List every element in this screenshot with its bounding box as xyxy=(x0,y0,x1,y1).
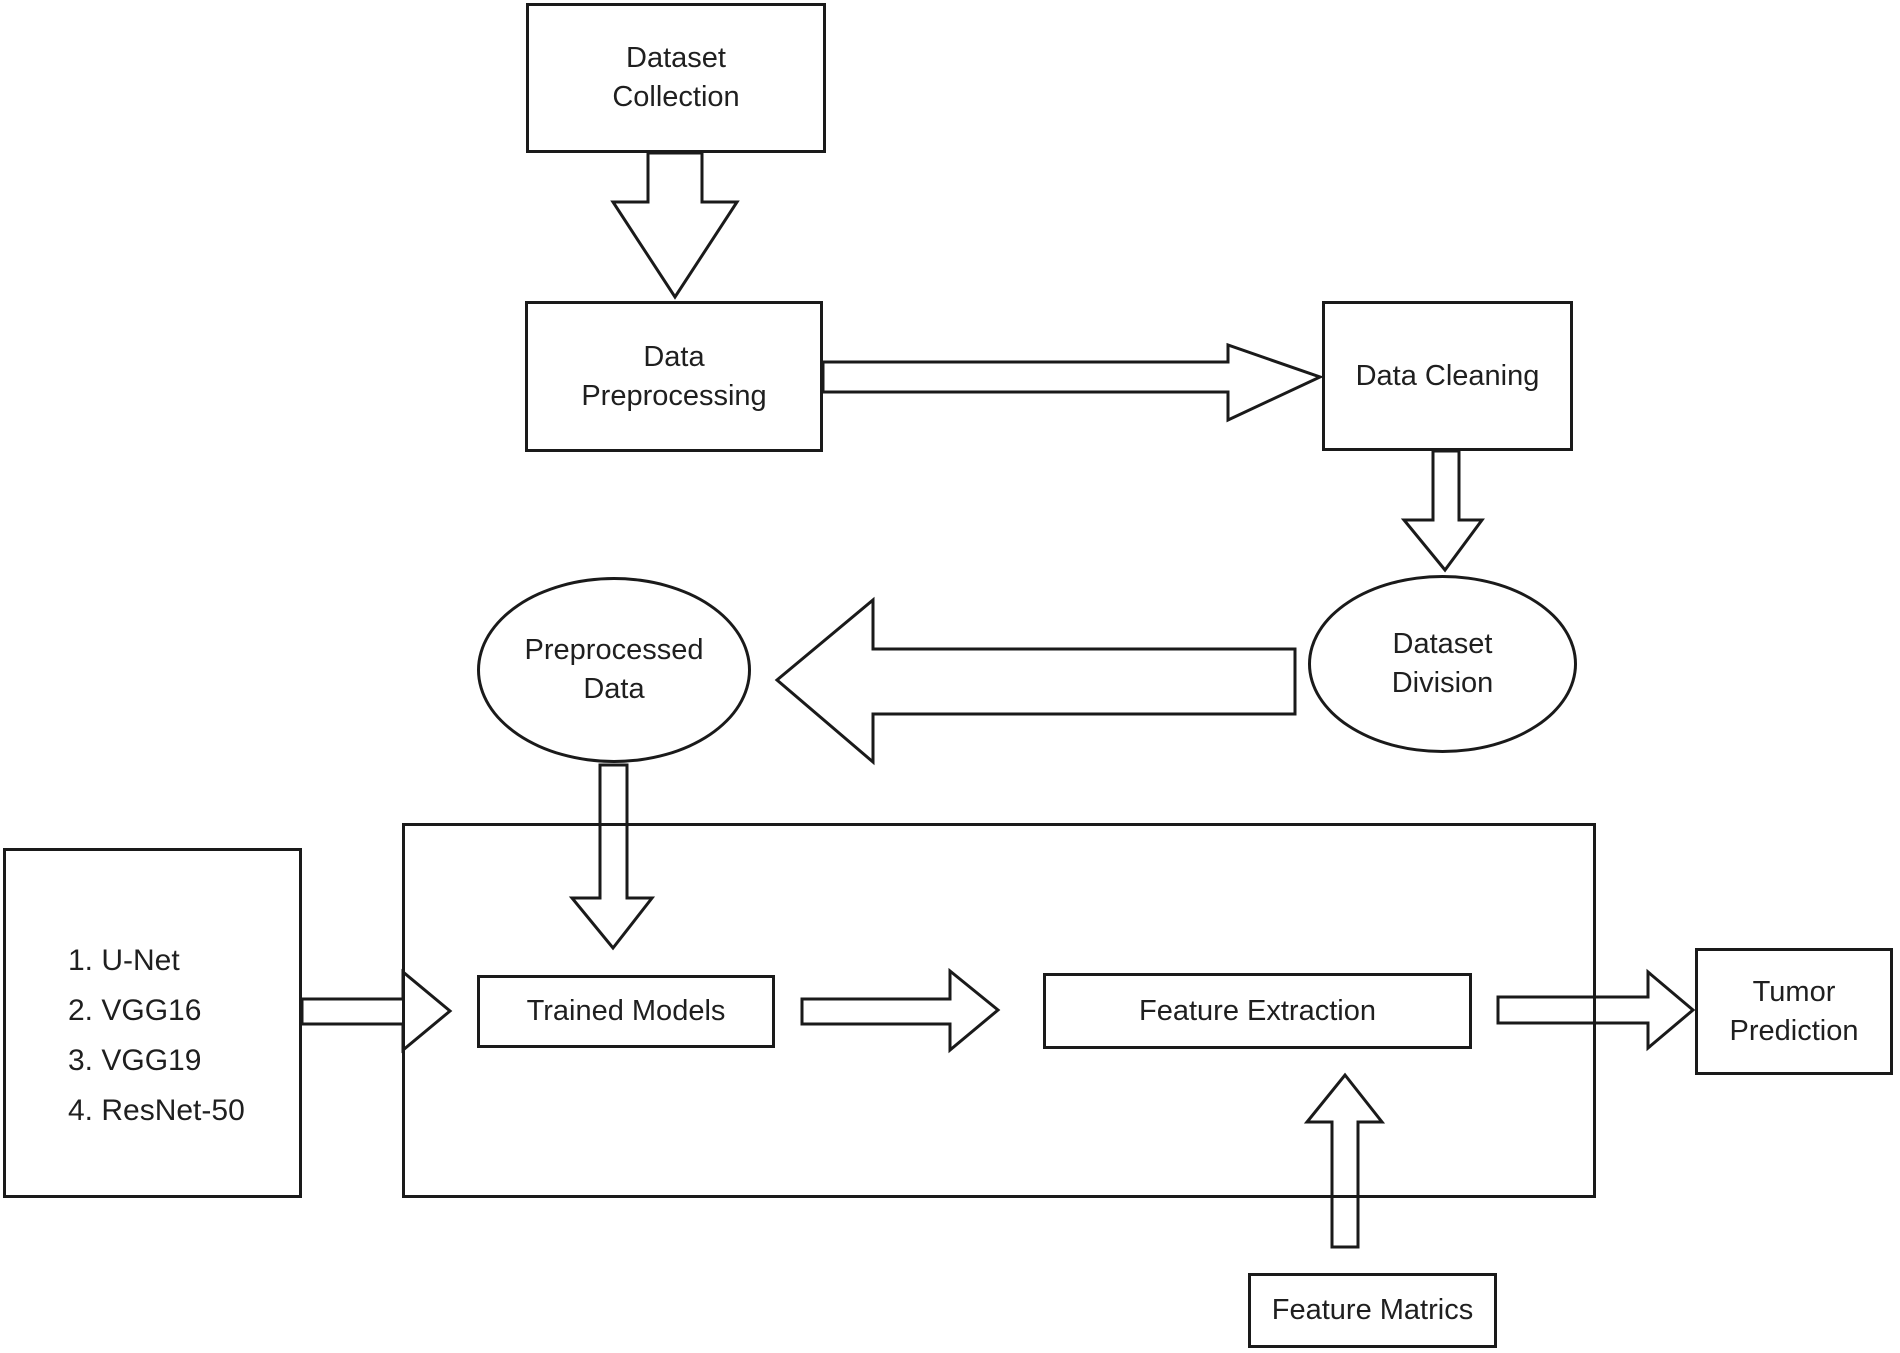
node-dataset-division: Dataset Division xyxy=(1308,575,1577,753)
node-dataset-collection: Dataset Collection xyxy=(526,3,826,153)
node-feature-matrics-label: Feature Matrics xyxy=(1271,1294,1474,1327)
node-feature-extraction: Feature Extraction xyxy=(1043,973,1472,1049)
node-models-list: 1. U-Net 2. VGG16 3. VGG19 4. ResNet-50 xyxy=(3,848,302,1198)
node-data-preprocessing-label: Data Preprocessing xyxy=(581,340,767,412)
node-trained-models-label: Trained Models xyxy=(526,995,726,1028)
pipeline-container-box xyxy=(402,823,1596,1198)
node-dataset-collection-label: Dataset Collection xyxy=(612,42,740,113)
arrow-dataset-division-to-preprocessed-data-icon xyxy=(774,596,1297,766)
node-preprocessed-data-label: Preprocessed Data xyxy=(524,634,704,705)
node-dataset-division-label: Dataset Division xyxy=(1391,628,1494,699)
node-trained-models: Trained Models xyxy=(477,975,775,1048)
node-data-cleaning-label: Data Cleaning xyxy=(1355,359,1540,392)
node-tumor-prediction-label: Tumor Prediction xyxy=(1729,975,1859,1047)
arrow-data-cleaning-to-dataset-division-icon xyxy=(1400,449,1485,573)
arrow-trained-models-to-feature-extraction-icon xyxy=(800,967,1001,1054)
arrow-preprocessed-data-to-trained-models-icon xyxy=(568,763,656,951)
model-list-item-vgg16: 2. VGG16 xyxy=(68,994,202,1027)
model-list-item-unet: 1. U-Net xyxy=(68,944,180,977)
arrow-dataset-collection-to-data-preprocessing-icon xyxy=(610,151,740,300)
arrow-feature-matrics-to-feature-extraction-icon xyxy=(1303,1072,1386,1249)
model-list-item-vgg19: 3. VGG19 xyxy=(68,1044,202,1077)
node-tumor-prediction: Tumor Prediction xyxy=(1695,948,1893,1075)
node-data-preprocessing: Data Preprocessing xyxy=(525,301,823,452)
node-preprocessed-data: Preprocessed Data xyxy=(477,577,751,763)
node-feature-matrics: Feature Matrics xyxy=(1248,1273,1497,1348)
model-list-item-resnet50: 4. ResNet-50 xyxy=(68,1094,245,1127)
node-data-cleaning: Data Cleaning xyxy=(1322,301,1573,451)
arrow-data-preprocessing-to-data-cleaning-icon xyxy=(821,342,1324,423)
node-feature-extraction-label: Feature Extraction xyxy=(1139,994,1376,1027)
